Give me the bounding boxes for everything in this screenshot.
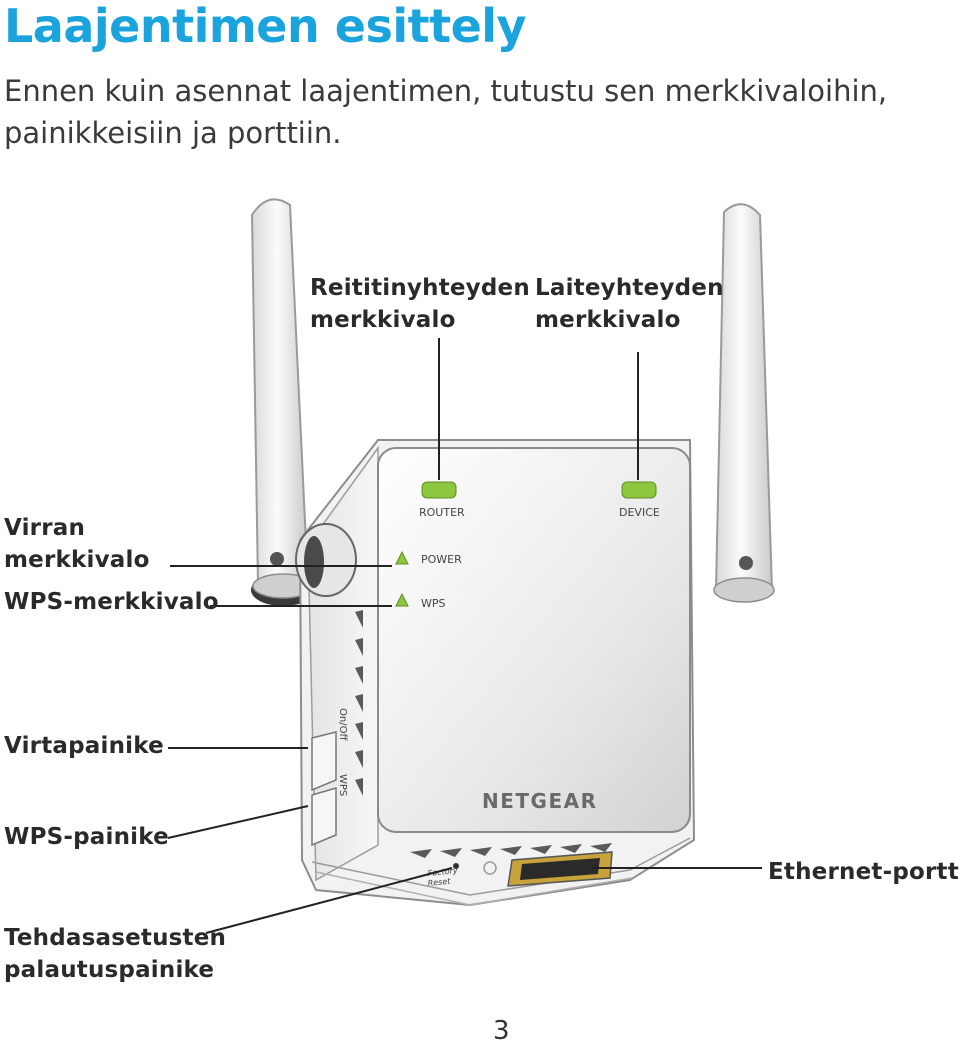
callout-router-led: Reititinyhteyden merkkivalo xyxy=(310,272,530,336)
bottom-label-reset: Reset xyxy=(427,877,451,888)
callout-power-led-line1: Virran xyxy=(4,515,86,541)
intro-paragraph: Ennen kuin asennat laajentimen, tutustu … xyxy=(4,74,888,150)
page-title: Laajentimen esittely xyxy=(4,0,527,53)
side-label-wps: WPS xyxy=(337,774,348,796)
side-label-onoff: On/Off xyxy=(337,708,348,741)
callout-wps-led: WPS-merkkivalo xyxy=(4,589,219,615)
extender-body xyxy=(295,439,696,907)
brand-logo: NETGEAR xyxy=(482,789,598,813)
callout-factory-reset: Tehdasasetusten palautuspainike xyxy=(4,922,226,986)
callout-power-led: Virran merkkivalo xyxy=(4,512,150,576)
left-antenna xyxy=(250,198,315,606)
callout-device-led-line2: merkkivalo xyxy=(535,307,681,333)
right-antenna xyxy=(713,203,775,603)
callout-router-led-line1: Reititinyhteyden xyxy=(310,275,530,301)
callout-device-led-line1: Laiteyhteyden xyxy=(535,275,724,301)
led-label-device: DEVICE xyxy=(619,506,660,519)
led-label-router: ROUTER xyxy=(419,506,465,519)
callout-factory-reset-line1: Tehdasasetusten xyxy=(4,925,227,951)
callout-ethernet-port: Ethernet-portti xyxy=(768,859,960,885)
callout-power-led-line2: merkkivalo xyxy=(4,547,150,573)
callout-wps-button: WPS-painike xyxy=(4,824,169,850)
led-label-wps: WPS xyxy=(421,597,446,610)
callout-power-button: Virtapainike xyxy=(4,733,164,759)
callout-device-led: Laiteyhteyden merkkivalo xyxy=(535,272,724,336)
leader-lines xyxy=(167,338,762,934)
callout-router-led-line2: merkkivalo xyxy=(310,307,456,333)
page-number: 3 xyxy=(493,1016,510,1046)
callout-factory-reset-line2: palautuspainike xyxy=(4,957,215,983)
led-label-power: POWER xyxy=(421,553,462,566)
